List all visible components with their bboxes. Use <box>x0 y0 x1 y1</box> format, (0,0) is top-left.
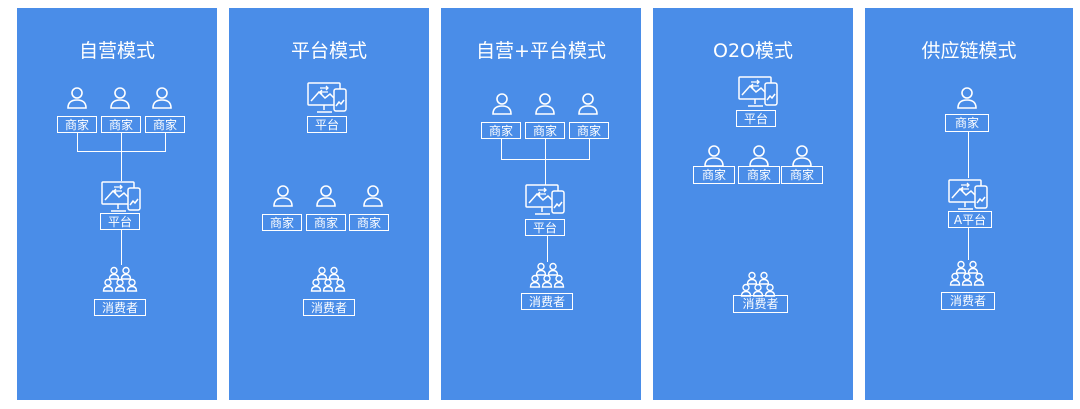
connector-line <box>547 236 548 262</box>
panel-o2o: O2O模式 平台 商家 商家 商家 消费者 <box>653 8 853 400</box>
person-icon <box>534 92 556 120</box>
person-icon <box>66 86 88 114</box>
person-icon <box>109 86 131 114</box>
panel-title: 平台模式 <box>290 40 367 62</box>
consumers-group-icon <box>100 266 140 300</box>
platform-box: 平台 <box>100 213 140 230</box>
person-icon <box>151 86 173 114</box>
merchant-box: 商家 <box>262 214 302 231</box>
person-icon <box>791 144 813 172</box>
platform-devices-icon <box>306 80 350 120</box>
platform-box: 平台 <box>736 110 776 127</box>
merchant-box: 商家 <box>781 166 823 184</box>
merchant-box: 商家 <box>57 116 97 133</box>
merchant-box: 商家 <box>525 122 565 139</box>
merchant-box: 商家 <box>693 166 735 184</box>
merchant-box: 商家 <box>145 116 185 133</box>
person-icon <box>362 184 384 212</box>
panel-title: 自营模式 <box>78 40 155 62</box>
panel-self-operated: 自营模式 商家 商家 商家 平台 消费者 <box>17 8 217 400</box>
person-icon <box>315 184 337 212</box>
person-icon <box>272 184 294 212</box>
connector-line <box>968 228 969 260</box>
person-icon <box>577 92 599 120</box>
platform-box: 平台 <box>307 116 347 133</box>
connector-line <box>165 133 166 151</box>
person-icon <box>956 86 978 114</box>
consumers-group-icon <box>947 260 987 294</box>
consumer-box: 消费者 <box>941 292 995 310</box>
platform-box: A平台 <box>948 211 992 228</box>
connector-line <box>121 151 122 181</box>
connector-line <box>545 159 546 185</box>
merchant-box: 商家 <box>481 122 521 139</box>
person-icon <box>703 144 725 172</box>
platform-devices-icon <box>524 182 568 222</box>
panel-supply-chain: 供应链模式 商家 A平台 消费者 <box>865 8 1073 400</box>
platform-devices-icon <box>737 74 781 114</box>
merchant-box: 商家 <box>306 214 346 231</box>
consumer-box: 消费者 <box>733 295 788 313</box>
consumer-box: 消费者 <box>94 299 146 316</box>
panel-title: 自营+平台模式 <box>476 40 606 62</box>
consumer-box: 消费者 <box>521 293 573 310</box>
merchant-box: 商家 <box>738 166 780 184</box>
consumers-group-icon <box>738 271 778 305</box>
person-icon <box>748 144 770 172</box>
connector-line <box>121 133 122 151</box>
platform-devices-icon <box>100 179 144 219</box>
connector-line <box>501 139 502 159</box>
connector-line <box>545 139 546 159</box>
merchant-box: 商家 <box>349 214 389 231</box>
connector-line <box>589 139 590 159</box>
consumers-group-icon <box>308 266 348 300</box>
connector-line <box>968 132 969 178</box>
person-icon <box>491 92 513 120</box>
connector-line <box>77 133 78 151</box>
panel-platform: 平台模式 平台 商家 商家 商家 消费者 <box>229 8 429 400</box>
connector-line <box>121 230 122 265</box>
panel-title: 供应链模式 <box>921 40 1017 62</box>
merchant-box: 商家 <box>945 114 989 132</box>
panel-self-plus-platform: 自营+平台模式 商家 商家 商家 平台 消费者 <box>441 8 641 400</box>
merchant-box: 商家 <box>569 122 609 139</box>
panel-title: O2O模式 <box>713 40 793 62</box>
consumers-group-icon <box>527 262 567 296</box>
merchant-box: 商家 <box>101 116 141 133</box>
platform-devices-icon <box>947 177 991 217</box>
platform-box: 平台 <box>525 219 565 236</box>
consumer-box: 消费者 <box>303 299 355 316</box>
